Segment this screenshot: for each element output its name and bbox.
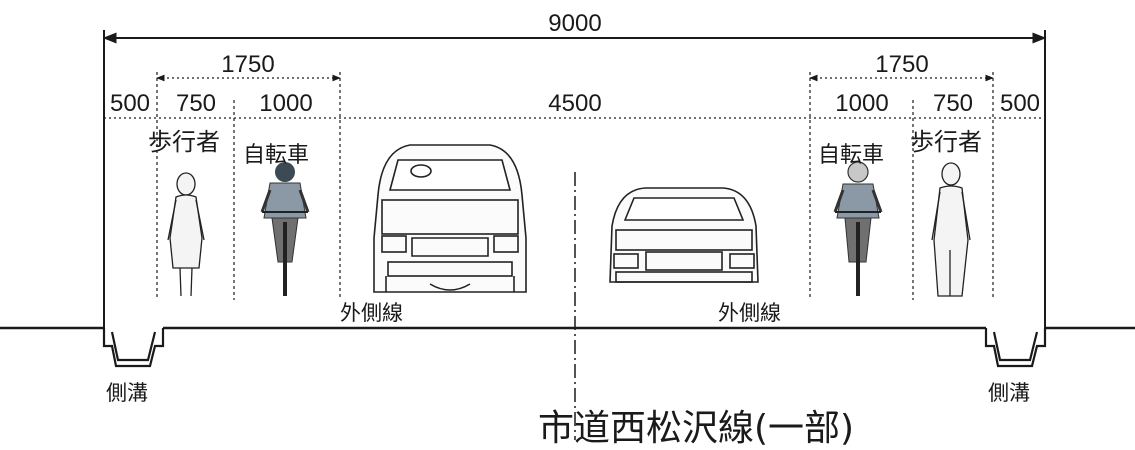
label-pedestrian-right: 歩行者 (910, 128, 982, 156)
dim-left-curb: 500 (110, 90, 150, 117)
label-outer-line-left: 外側線 (340, 301, 403, 325)
label-pedestrian-left: 歩行者 (148, 128, 220, 156)
dim-carriageway: 4500 (548, 90, 601, 117)
dim-right-sidewalk: 750 (933, 90, 973, 117)
dim-left-group: 1750 (221, 51, 274, 78)
dim-right-curb: 500 (1000, 90, 1040, 117)
page-title: 市道西松沢線(一部) (538, 408, 854, 449)
label-ditch-left: 側溝 (106, 381, 148, 405)
label-bicycle-right: 自転車 (818, 143, 884, 168)
side-ditch-icon (984, 328, 1047, 368)
cyclist-icon (260, 162, 310, 296)
dim-left-sidewalk: 750 (176, 90, 216, 117)
dim-right-group: 1750 (875, 51, 928, 78)
label-bicycle-left: 自転車 (243, 143, 309, 168)
side-ditch-icon (102, 328, 165, 368)
dim-right-bike: 1000 (835, 90, 888, 117)
dimension-lines (102, 30, 1047, 440)
dim-total: 9000 (548, 10, 601, 37)
label-outer-line-right: 外側線 (718, 301, 781, 325)
label-ditch-right: 側溝 (988, 381, 1030, 405)
dim-left-bike: 1000 (259, 90, 312, 117)
car-front-icon (373, 144, 527, 293)
cyclist-icon (833, 161, 883, 296)
pedestrian-icon (931, 162, 971, 297)
pedestrian-icon (167, 172, 205, 297)
car-front-icon (609, 187, 759, 283)
